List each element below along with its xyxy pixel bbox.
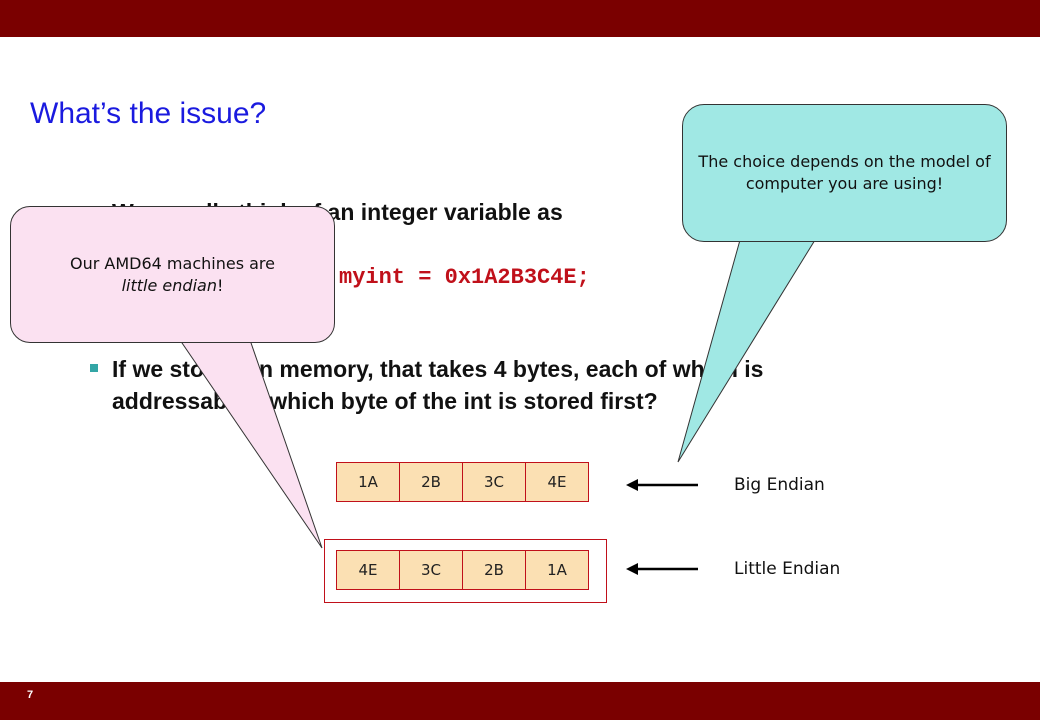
byte-cell: 2B xyxy=(399,462,463,502)
byte-cell: 4E xyxy=(525,462,589,502)
little-endian-label: Little Endian xyxy=(734,559,841,579)
big-endian-bytes: 1A 2B 3C 4E xyxy=(336,462,589,502)
byte-cell: 2B xyxy=(462,550,526,590)
little-endian-highlight xyxy=(324,539,607,603)
byte-cell: 3C xyxy=(399,550,463,590)
little-endian-bytes: 4E 3C 2B 1A xyxy=(336,550,589,590)
big-endian-arrow-icon xyxy=(626,479,698,491)
callout-little-endian: Our AMD64 machines are little endian! xyxy=(10,206,335,343)
callout-model-choice: The choice depends on the model of compu… xyxy=(682,104,1007,242)
top-banner xyxy=(0,0,1040,37)
bullet-2-line-2: addressable…which byte of the int is sto… xyxy=(112,388,658,414)
callout-left-line1: Our AMD64 machines are xyxy=(70,253,275,273)
byte-cell: 4E xyxy=(336,550,400,590)
byte-cell: 1A xyxy=(525,550,589,590)
little-endian-arrow-icon xyxy=(626,563,698,575)
code-line: myint = 0x1A2B3C4E; xyxy=(339,265,590,290)
slide-number: 7 xyxy=(27,689,34,701)
callout-right-text: The choice depends on the model of compu… xyxy=(698,152,991,193)
callout-left-italic: little endian xyxy=(121,275,217,295)
callout-left-suffix: ! xyxy=(216,275,224,295)
slide-title: What’s the issue? xyxy=(30,97,267,130)
byte-cell: 1A xyxy=(336,462,400,502)
big-endian-label: Big Endian xyxy=(734,475,825,495)
bottom-banner xyxy=(0,682,1040,720)
bullet-marker xyxy=(90,364,98,372)
